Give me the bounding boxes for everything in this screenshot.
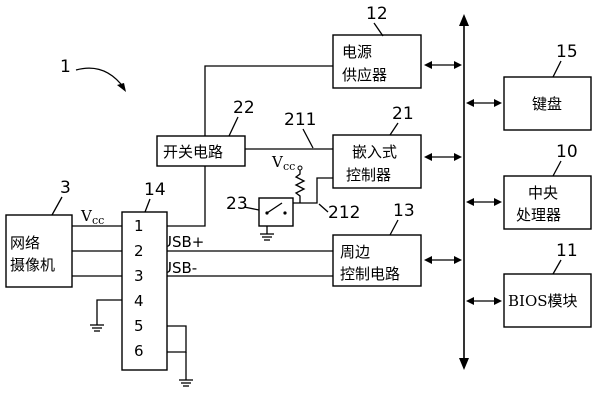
cpu-block: [503, 175, 592, 230]
network-camera-label-line1: 网络: [10, 234, 40, 252]
peripheral-bus-arrow-left: [424, 256, 432, 264]
power-bus-arrow-right: [454, 61, 462, 69]
vcc-terminal: [297, 165, 303, 171]
connector-pin-1: 1: [134, 217, 144, 235]
network-camera-ref: 3: [60, 178, 71, 198]
bios-bus-arrow-left: [466, 297, 474, 305]
connector-pin-6: 6: [134, 342, 144, 360]
wire-212-ref-leader: [318, 203, 329, 213]
switch-to-pin1-wire: [167, 166, 206, 227]
switch-circuit-ref: 22: [233, 98, 255, 118]
network-camera-block: [5, 214, 73, 288]
switch-circuit-block: [156, 135, 246, 167]
power-supply-label-line2: 供应器: [342, 66, 387, 84]
cpu-label-line1: 中央: [528, 184, 558, 202]
network-camera-label-line2: 摄像机: [10, 256, 55, 274]
embedded-controller-label-line1: 嵌入式: [352, 143, 397, 161]
embedded-controller-block: [332, 134, 422, 189]
bios-block: [503, 273, 592, 328]
power-supply-label-line1: 电源: [342, 43, 372, 61]
usb-minus-label: USB-: [161, 259, 197, 277]
power-supply-ref-leader: [373, 22, 384, 37]
switch-circuit-ref-leader: [228, 116, 239, 137]
peripheral-bus-arrow-right: [454, 256, 462, 264]
power-supply-ref: 12: [366, 4, 388, 24]
switch-23-ref-leader: [243, 206, 260, 211]
bios-ref-leader: [552, 259, 562, 275]
pins-5-6-tie: [167, 325, 187, 353]
power-supply-block: [332, 34, 422, 89]
connector-pin-2: 2: [134, 242, 144, 260]
ref-main-arrowhead: [117, 83, 126, 92]
switch-contact-right: [283, 211, 287, 215]
usb-plus-label: USB+: [161, 233, 204, 251]
embedded-bus-arrow-left: [424, 153, 432, 161]
keyboard-block: [503, 76, 592, 131]
bus-bottom-arrowhead: [459, 358, 469, 370]
embedded-controller-ref-leader: [389, 122, 399, 136]
camera-ground-wire: [96, 299, 122, 325]
ref-main-pointer-arrow: [75, 67, 125, 89]
wire-211-ref-leader: [302, 128, 314, 149]
cpu-ref-leader: [552, 160, 562, 177]
power-bus-arrow-left: [424, 61, 432, 69]
keyboard-label: 键盘: [532, 95, 562, 113]
peripheral-control-label-line2: 控制电路: [340, 265, 400, 283]
bios-label: BIOS模块: [508, 292, 578, 310]
cpu-bus-arrow-left: [466, 198, 474, 206]
power-to-switch-wire: [204, 65, 333, 136]
bus-top-arrowhead: [459, 14, 469, 26]
peripheral-control-ref-leader: [389, 219, 399, 236]
keyboard-ref-leader: [552, 60, 562, 78]
cpu-ref: 10: [556, 142, 578, 162]
bios-ref: 11: [556, 241, 578, 261]
switch-23-ref: 23: [226, 194, 248, 214]
peripheral-control-block: [332, 234, 422, 287]
vcc-camera-cc: cc: [92, 214, 104, 227]
wire-212: [284, 177, 333, 204]
peripheral-control-ref: 13: [393, 201, 415, 221]
cpu-label-line2: 处理器: [516, 206, 561, 224]
pullup-resistor: [294, 170, 306, 203]
network-camera-ref-leader: [51, 196, 63, 216]
connector-pin-4: 4: [134, 292, 144, 310]
switch-23-body: [258, 197, 294, 227]
keyboard-bus-arrow-left: [466, 99, 474, 107]
wire-212-ref: 212: [328, 203, 360, 223]
switch-lever: [266, 202, 283, 214]
keyboard-bus-arrow-right: [494, 99, 502, 107]
switch-circuit-label: 开关电路: [163, 143, 223, 161]
vcc-switch-cc: cc: [283, 160, 295, 173]
connector-ref: 14: [144, 180, 166, 200]
connector-ref-leader: [144, 198, 151, 213]
keyboard-ref: 15: [556, 42, 578, 62]
connector-pin-5: 5: [134, 317, 144, 335]
vcc-switch-V: V: [271, 153, 284, 171]
embedded-controller-ref: 21: [392, 104, 414, 124]
ref-main-label: 1: [60, 57, 71, 77]
wire-211-ref: 211: [284, 110, 316, 130]
embedded-controller-label-line2: 控制器: [346, 166, 391, 184]
embedded-bus-arrow-right: [454, 153, 462, 161]
cpu-bus-arrow-right: [494, 198, 502, 206]
connector-14-block: [121, 211, 168, 371]
peripheral-control-label-line1: 周边: [340, 243, 370, 261]
vcc-camera-V: V: [80, 207, 93, 225]
connector-pin-3: 3: [134, 267, 144, 285]
bios-bus-arrow-right: [494, 297, 502, 305]
